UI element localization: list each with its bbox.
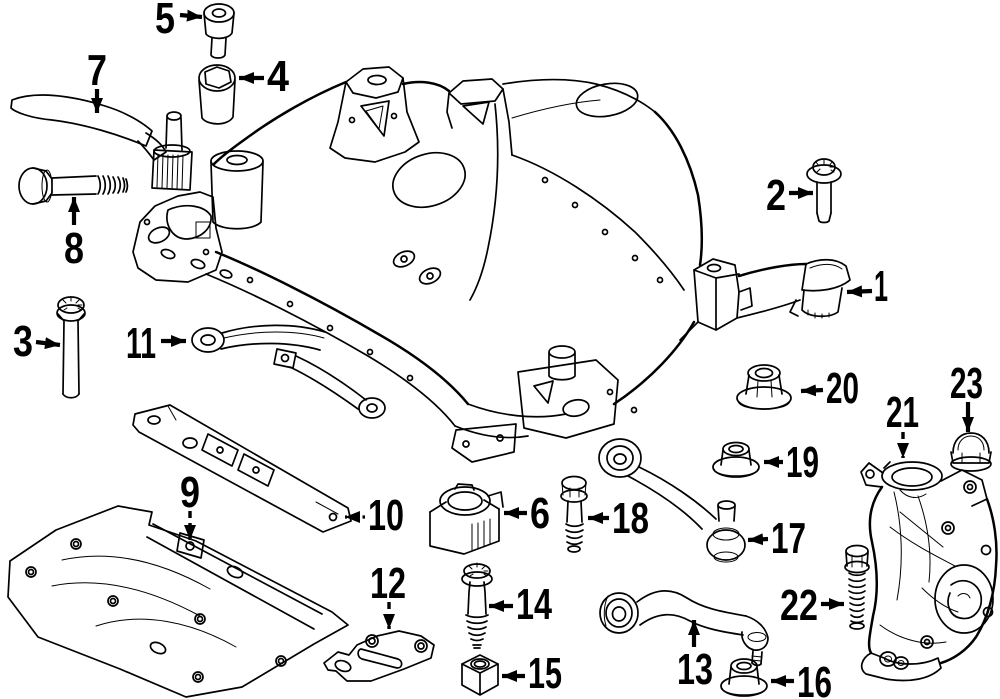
callout-layer: 1 2 3 4 5 6 7 8 9 10 11 12 13 14 15 16 1…: [13, 0, 983, 699]
callout-20-label: 20: [826, 364, 859, 413]
part-22-bolt-art: [844, 544, 870, 630]
callout-5-arrow: [179, 9, 203, 22]
part-1-subframe-art: [132, 66, 851, 463]
callout-11-label: 11: [126, 319, 156, 368]
part-3-bolt-art: [56, 296, 86, 399]
part-12-bracket-art: [323, 630, 435, 682]
callout-17-arrow: [747, 533, 769, 546]
callout-15-label: 15: [528, 649, 562, 698]
callout-21-label: 21: [886, 388, 919, 437]
part-8-bolt-art: [18, 167, 129, 205]
part-18-bolt-art: [560, 475, 588, 553]
callout-6-label: 6: [530, 489, 550, 538]
callout-9-label: 9: [180, 468, 200, 517]
part-5-bolt-art: [203, 3, 235, 59]
diagram-line-art: [7, 3, 998, 698]
part-4-spacer-art: [198, 64, 236, 125]
part-19-nut-art: [712, 441, 760, 478]
callout-1-label: 1: [874, 262, 888, 311]
part-15-nut-art: [461, 654, 499, 696]
callout-18-label: 18: [612, 494, 649, 543]
part-23-capnut-art: [950, 432, 992, 472]
callout-12-label: 12: [370, 559, 406, 608]
part-14-bolt-art: [461, 562, 493, 649]
part-9-shield-art: [7, 505, 349, 698]
part-7-arm-art: [10, 94, 193, 191]
part-21-knuckle-art: [860, 461, 998, 682]
callout-17-label: 17: [771, 514, 806, 563]
part-6-mount-art: [429, 483, 504, 555]
part-17-control-arm-art: [598, 438, 746, 563]
part-20-nut-art: [736, 364, 792, 410]
callout-8-label: 8: [64, 224, 84, 273]
callout-13-label: 13: [677, 645, 713, 694]
callout-3-label: 3: [13, 317, 33, 366]
callout-16-label: 16: [797, 658, 832, 699]
callout-10-label: 10: [368, 491, 404, 540]
callout-19-label: 19: [786, 438, 819, 487]
part-10-bar-art: [132, 404, 352, 533]
callout-7-label: 7: [87, 46, 107, 95]
part-11-brace-art: [191, 324, 386, 419]
part-2-bolt-art: [806, 158, 842, 224]
callout-22-label: 22: [780, 581, 818, 630]
callout-14-label: 14: [516, 580, 552, 629]
callout-5-label: 5: [155, 0, 175, 43]
callout-2-label: 2: [766, 171, 786, 220]
callout-23-label: 23: [950, 359, 983, 408]
callout-1-arrow: [846, 285, 873, 298]
callout-20-arrow: [800, 384, 824, 397]
callout-4-label: 4: [267, 52, 289, 101]
callout-3-arrow: [35, 337, 61, 350]
